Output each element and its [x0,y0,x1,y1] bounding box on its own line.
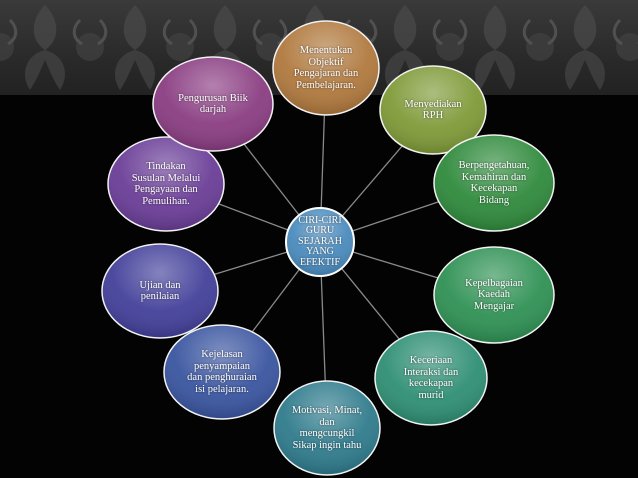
trait-node-7-label: Kejelasan penyampaian dan penghuraian is… [187,349,257,395]
trait-node-9-label: Tindakan Susulan Melalui Pengayaan dan P… [131,161,201,207]
trait-node-6-label: Motivasi, Minat, dan mengcungkil Sikap i… [291,405,363,451]
trait-node-9 [107,136,225,232]
trait-node-3 [433,134,555,232]
center-node [285,207,355,277]
trait-node-1 [272,20,380,116]
trait-node-2-label: Menyediakan RPH [404,98,462,122]
trait-node-1-label: Menentukan Objektif Pengajaran dan Pembe… [293,45,359,91]
trait-node-2 [379,65,487,155]
trait-node-10-label: Pengurusan Biik darjah [178,92,248,116]
trait-node-5-label: Keceriaan Interaksi dan kecekapan murid [403,355,459,401]
trait-node-4-label: Kepelbagaian Kaedah Mengajar [465,277,523,312]
center-node-label: CIRI-CIRI GURU SEJARAH YANG EFEKTIF [298,214,342,268]
trait-node-8 [101,243,219,339]
trait-node-4 [433,246,555,344]
trait-node-8-label: Ujian dan penilaian [139,279,181,303]
trait-node-10 [152,56,274,152]
trait-node-6 [273,380,381,476]
trait-node-7 [163,324,281,420]
trait-node-3-label: Berpengetahuan, Kemahiran dan Kecekapan … [458,160,530,206]
trait-node-5 [374,330,488,426]
